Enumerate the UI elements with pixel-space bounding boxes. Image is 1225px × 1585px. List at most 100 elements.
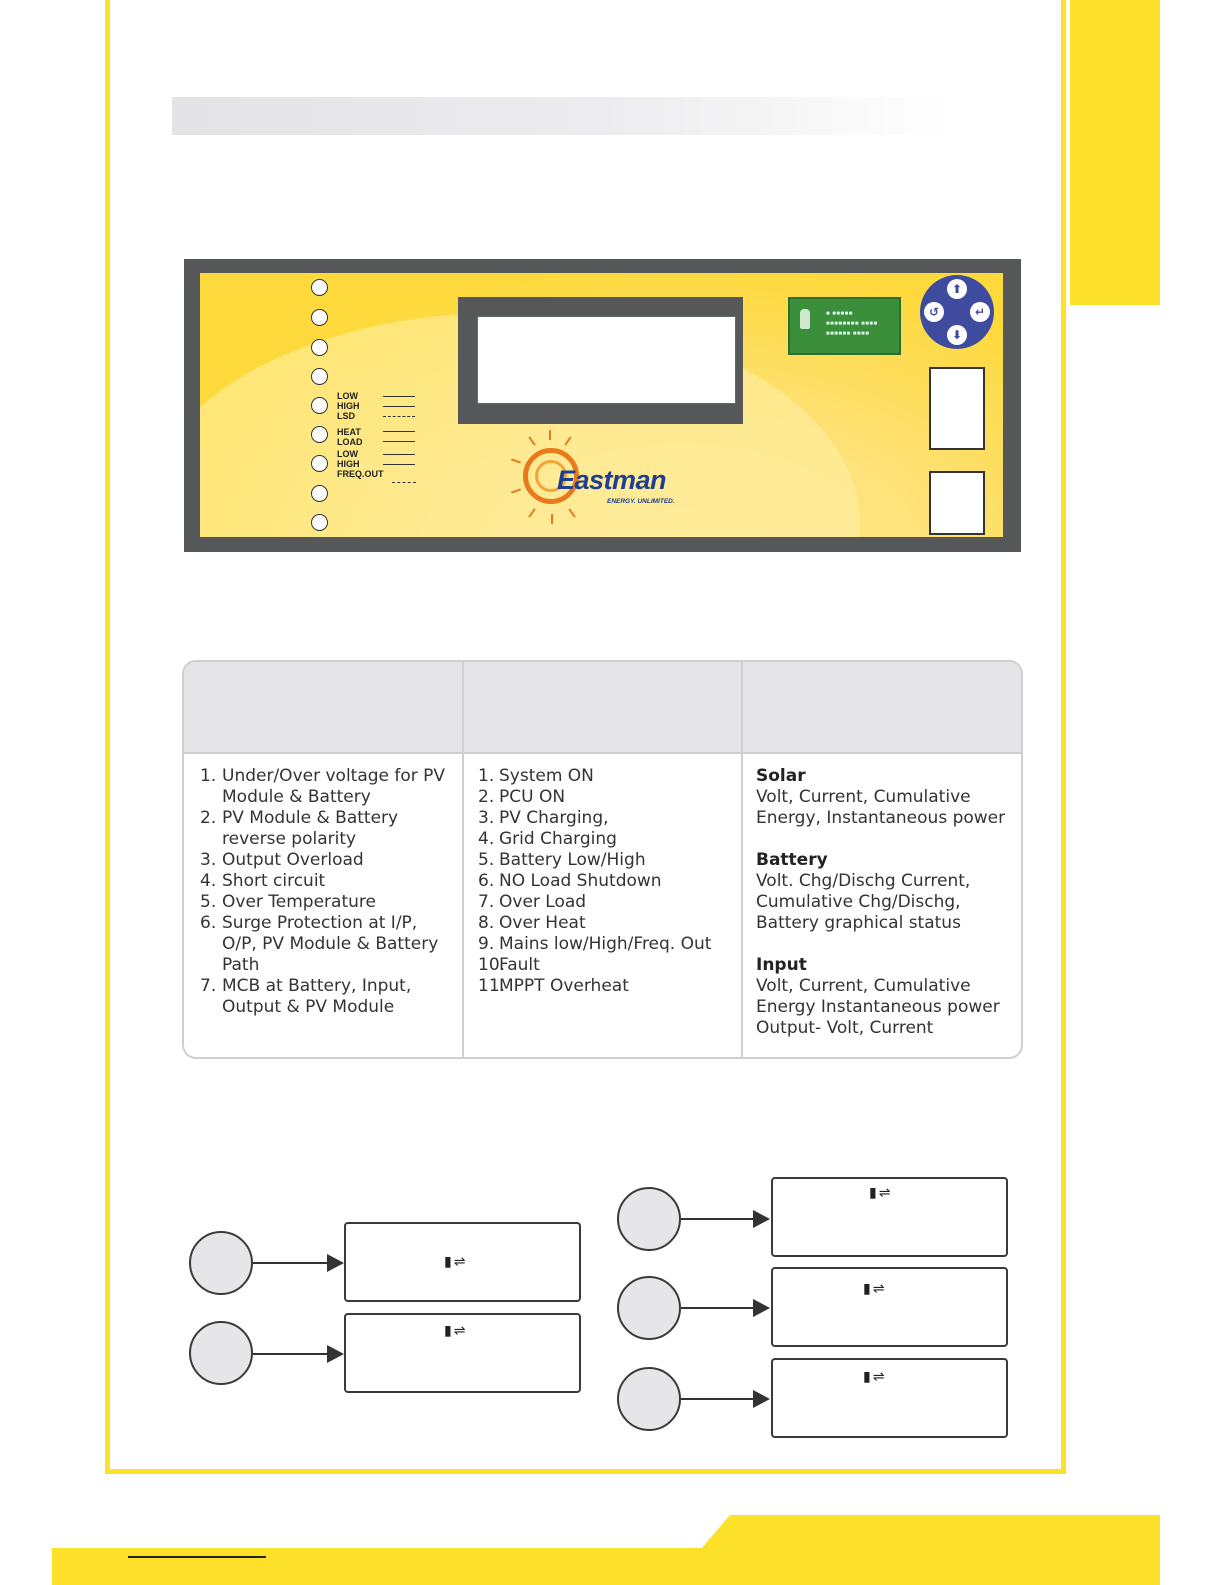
lcd-display-frame: [458, 297, 743, 424]
lcd-screen: [477, 316, 736, 404]
list-text: PV Charging,: [499, 808, 609, 828]
battery-text-line: Battery graphical status: [756, 913, 961, 933]
list-item: 6.NO Load Shutdown: [478, 871, 733, 892]
lcd-screen-box: ▮⇌: [344, 1313, 581, 1393]
list-number: 11.: [478, 976, 506, 996]
input-text-line: Output- Volt, Current: [756, 1018, 934, 1038]
solar-text-line: Volt, Current, Cumulative: [756, 787, 971, 807]
list-number: 3.: [200, 850, 217, 870]
list-number: 2.: [200, 808, 217, 828]
list-item: 7.Over Load: [478, 892, 733, 913]
list-number: 7.: [478, 892, 495, 912]
list-number: 6.: [200, 913, 217, 933]
sun-icon: [523, 448, 579, 504]
list-number: 4.: [200, 871, 217, 891]
battery-grid-exchange-icon: ▮⇌: [444, 1323, 468, 1339]
list-text: System ON: [499, 766, 594, 786]
column-divider: [741, 662, 743, 1057]
battery-title: Battery: [756, 850, 828, 870]
list-item: 9.Mains low/High/Freq. Out: [478, 934, 733, 955]
list-item: 1.System ON: [478, 766, 733, 787]
flow-arrow: [253, 1353, 331, 1355]
page-border: [105, 0, 1066, 1474]
eastman-logo: Eastman ENERGY. UNLIMITED.: [505, 428, 705, 528]
legend-line: [383, 441, 415, 442]
legend-line: [383, 454, 415, 455]
arrow-head-icon: [753, 1299, 770, 1317]
list-item: 11.MPPT Overheat: [478, 976, 733, 997]
navigation-keypad[interactable]: ⬆ ⬇ ↺ ↵: [920, 275, 994, 349]
list-text: Over Load: [499, 892, 587, 912]
protection-column: 1.Under/Over voltage for PV Module & Bat…: [200, 766, 450, 1018]
legend-line: [383, 431, 415, 432]
battery-grid-exchange-icon: ▮⇌: [444, 1254, 468, 1270]
list-text: Short circuit: [222, 871, 326, 891]
down-arrow-icon[interactable]: ⬇: [947, 325, 967, 345]
battery-grid-exchange-icon: ▮⇌: [869, 1185, 893, 1201]
switch-button[interactable]: [929, 471, 985, 535]
legend-line: [383, 406, 415, 407]
list-text: MCB at Battery, Input, Output & PV Modul…: [222, 976, 412, 1017]
list-text: Surge Protection at I/P, O/P, PV Module …: [222, 913, 439, 975]
list-item: 3.Output Overload: [200, 850, 450, 871]
list-text: Output Overload: [222, 850, 364, 870]
legend-line-dashed: [383, 416, 415, 417]
list-text: Fault: [499, 955, 540, 975]
list-text: Over Heat: [499, 913, 586, 933]
input-text-line: Energy Instantaneous power: [756, 997, 1000, 1017]
lcd-screen-box: ▮⇌: [344, 1222, 581, 1302]
input-text-line: Volt, Current, Cumulative: [756, 976, 971, 996]
section-header-bar: [172, 97, 950, 135]
heat-load-label: HEAT LOAD: [337, 427, 363, 447]
list-text: Grid Charging: [499, 829, 617, 849]
key-step-circle: [189, 1231, 253, 1295]
arrow-head-icon: [327, 1254, 344, 1272]
key-step-circle: [617, 1187, 681, 1251]
led-indicator: [311, 279, 328, 296]
led-indicator: [311, 339, 328, 356]
mains-label: LOW HIGH FREQ.OUT: [337, 449, 384, 479]
battery-text-line: Volt. Chg/Dischg Current,: [756, 871, 971, 891]
list-number: 4.: [478, 829, 495, 849]
solar-text-line: Energy, Instantaneous power: [756, 808, 1006, 828]
flow-arrow: [253, 1262, 331, 1264]
list-item: 7.MCB at Battery, Input, Output & PV Mod…: [200, 976, 450, 1018]
list-number: 5.: [478, 850, 495, 870]
legend-line-dashed: [392, 482, 416, 483]
input-title: Input: [756, 955, 807, 975]
arrow-head-icon: [327, 1345, 344, 1363]
led-indicator: [311, 309, 328, 326]
key-step-circle: [617, 1276, 681, 1340]
features-table: 1.Under/Over voltage for PV Module & Bat…: [182, 660, 1023, 1059]
led-indicator: [311, 485, 328, 502]
footer-underline: [128, 1556, 266, 1558]
up-arrow-icon[interactable]: ⬆: [947, 279, 967, 299]
list-number: 7.: [200, 976, 217, 996]
logo-tagline: ENERGY. UNLIMITED.: [607, 498, 675, 505]
list-item: 2.PV Module & Battery reverse polarity: [200, 808, 450, 850]
battery-grid-exchange-icon: ▮⇌: [863, 1281, 887, 1297]
arrow-head-icon: [753, 1210, 770, 1228]
list-item: 8.Over Heat: [478, 913, 733, 934]
list-item: 10.Fault: [478, 955, 733, 976]
back-icon[interactable]: ↺: [924, 302, 944, 322]
flow-arrow: [681, 1218, 757, 1220]
footer-band: [52, 1548, 1160, 1585]
battery-text-line: Cumulative Chg/Dischg,: [756, 892, 961, 912]
list-text: NO Load Shutdown: [499, 871, 662, 891]
lcd-screen-box: ▮⇌: [771, 1267, 1008, 1347]
list-number: 8.: [478, 913, 495, 933]
lcd-screen-box: ▮⇌: [771, 1177, 1008, 1257]
list-text: PCU ON: [499, 787, 566, 807]
list-text: Battery Low/High: [499, 850, 646, 870]
switch-button[interactable]: [929, 367, 985, 450]
protection-list: 1.Under/Over voltage for PV Module & Bat…: [200, 766, 450, 1018]
led-battery: [311, 397, 328, 414]
enter-icon[interactable]: ↵: [970, 302, 990, 322]
legend-line: [383, 464, 415, 465]
list-number: 9.: [478, 934, 495, 954]
led-heat-load: [311, 426, 328, 443]
led-indicator: [311, 514, 328, 531]
front-panel-illustration: LOW HIGH LSD HEAT LOAD LOW HIGH FREQ.OUT…: [184, 259, 1021, 552]
